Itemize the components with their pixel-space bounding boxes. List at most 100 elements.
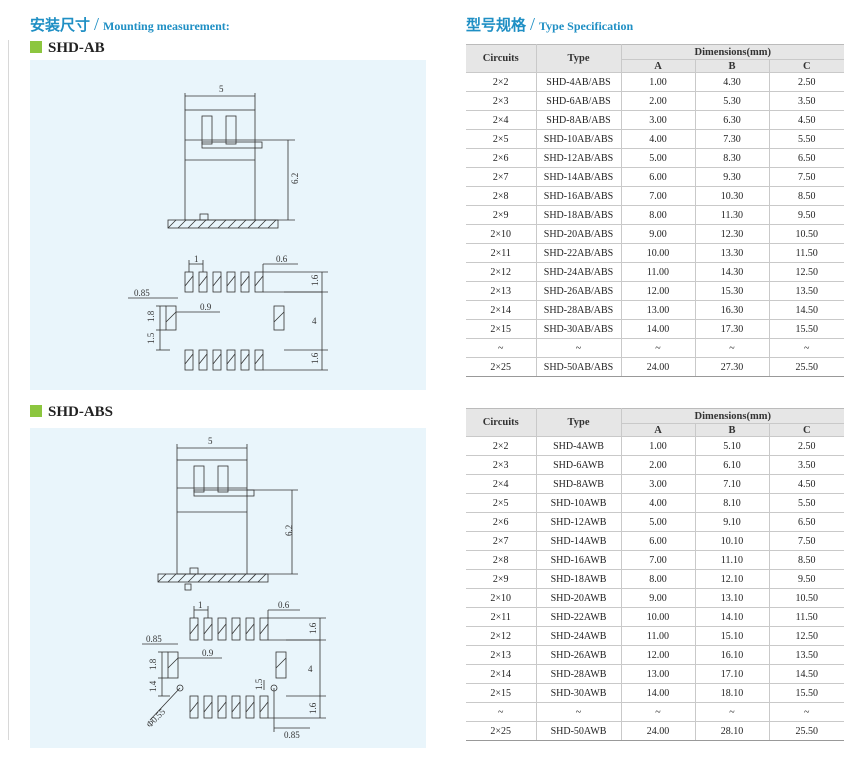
table-cell: 13.10: [695, 588, 770, 608]
table-cell: 25.50: [769, 721, 844, 741]
col-header-b: B: [695, 59, 770, 73]
col-header-b: B: [695, 423, 770, 437]
table-cell: 9.00: [621, 224, 696, 244]
table-cell: 11.30: [695, 205, 770, 225]
table-cell: 14.30: [695, 262, 770, 282]
table-cell: 17.30: [695, 319, 770, 339]
table-cell: 15.30: [695, 281, 770, 301]
heading-slash: /: [94, 14, 100, 34]
green-square-bullet: [30, 405, 42, 417]
table-cell: SHD-30AWB: [536, 683, 622, 703]
col-header-dimensions: Dimensions(mm): [621, 44, 844, 60]
heading-cn: 型号规格: [466, 16, 527, 34]
col-header-a: A: [621, 423, 696, 437]
dim-label-1-6-bottom: 1.6: [310, 352, 320, 364]
table-cell: 12.30: [695, 224, 770, 244]
table-cell: 12.10: [695, 569, 770, 589]
table-cell: 7.50: [769, 167, 844, 187]
table-cell: 5.00: [621, 512, 696, 532]
table-cell: 12.50: [769, 626, 844, 646]
table-row: ~~~~~: [466, 338, 844, 358]
table-cell: 2×14: [466, 664, 537, 684]
table-cell: 10.00: [621, 607, 696, 627]
table-cell: 5.10: [695, 436, 770, 456]
table-cell: 2×10: [466, 588, 537, 608]
table-cell: 2×8: [466, 186, 537, 206]
table-cell: 2×5: [466, 129, 537, 149]
table-cell: SHD-16AB/ABS: [536, 186, 622, 206]
table-cell: SHD-10AWB: [536, 493, 622, 513]
dim-label-1-5: 1.5: [254, 678, 264, 690]
dim-label-0-85: 0.85: [134, 288, 150, 298]
table-cell: 3.50: [769, 455, 844, 475]
dim-label-0-9: 0.9: [200, 302, 212, 312]
table-cell: 2×11: [466, 243, 537, 263]
table-cell: 9.10: [695, 512, 770, 532]
table-cell: 13.50: [769, 645, 844, 665]
table-cell: 2.50: [769, 72, 844, 92]
table-cell: 2×6: [466, 148, 537, 168]
dim-label-1-8: 1.8: [148, 658, 158, 670]
table-cell: 16.10: [695, 645, 770, 665]
table-cell: SHD-12AWB: [536, 512, 622, 532]
table-cell: 3.00: [621, 474, 696, 494]
table-cell: 2.00: [621, 455, 696, 475]
dim-label-0-85-bottom: 0.85: [284, 730, 300, 740]
table-cell: 14.00: [621, 683, 696, 703]
table-cell: 2×12: [466, 262, 537, 282]
table-cell: 2×9: [466, 569, 537, 589]
table-cell: 12.00: [621, 645, 696, 665]
dim-label-0-6: 0.6: [278, 600, 290, 610]
table-cell: 5.30: [695, 91, 770, 111]
table-cell: 2×7: [466, 531, 537, 551]
table-cell: 2×12: [466, 626, 537, 646]
table-cell: SHD-10AB/ABS: [536, 129, 622, 149]
table-cell: 27.30: [695, 357, 770, 377]
table-cell: 14.10: [695, 607, 770, 627]
table-cell: SHD-4AB/ABS: [536, 72, 622, 92]
table-cell: SHD-20AB/ABS: [536, 224, 622, 244]
table-cell: 14.50: [769, 300, 844, 320]
table-cell: 4.00: [621, 129, 696, 149]
dim-label-phi-0-55: Φ0.55: [144, 706, 167, 729]
table-cell: 4.00: [621, 493, 696, 513]
table-cell: SHD-6AWB: [536, 455, 622, 475]
table-cell: 11.10: [695, 550, 770, 570]
table-cell: 7.10: [695, 474, 770, 494]
heading-cn: 安装尺寸: [30, 16, 91, 34]
table-cell: 11.50: [769, 607, 844, 627]
table-cell: 4.50: [769, 474, 844, 494]
table-cell: 24.00: [621, 721, 696, 741]
series-title-text: SHD-AB: [48, 40, 105, 56]
table-cell: 28.10: [695, 721, 770, 741]
table-cell: ~: [769, 338, 844, 358]
col-header-a: A: [621, 59, 696, 73]
table-cell: ~: [695, 338, 770, 358]
table-cell: 11.50: [769, 243, 844, 263]
dim-label-pitch-1: 1: [194, 254, 199, 264]
table-cell: 15.10: [695, 626, 770, 646]
table-cell: SHD-26AWB: [536, 645, 622, 665]
table-cell: SHD-4AWB: [536, 436, 622, 456]
table-cell: 24.00: [621, 357, 696, 377]
table-cell: 3.50: [769, 91, 844, 111]
table-cell: 10.50: [769, 224, 844, 244]
dim-label-pitch-1: 1: [198, 600, 203, 610]
col-header-type: Type: [536, 44, 622, 73]
table-cell: 8.50: [769, 550, 844, 570]
table-cell: 2×2: [466, 72, 537, 92]
